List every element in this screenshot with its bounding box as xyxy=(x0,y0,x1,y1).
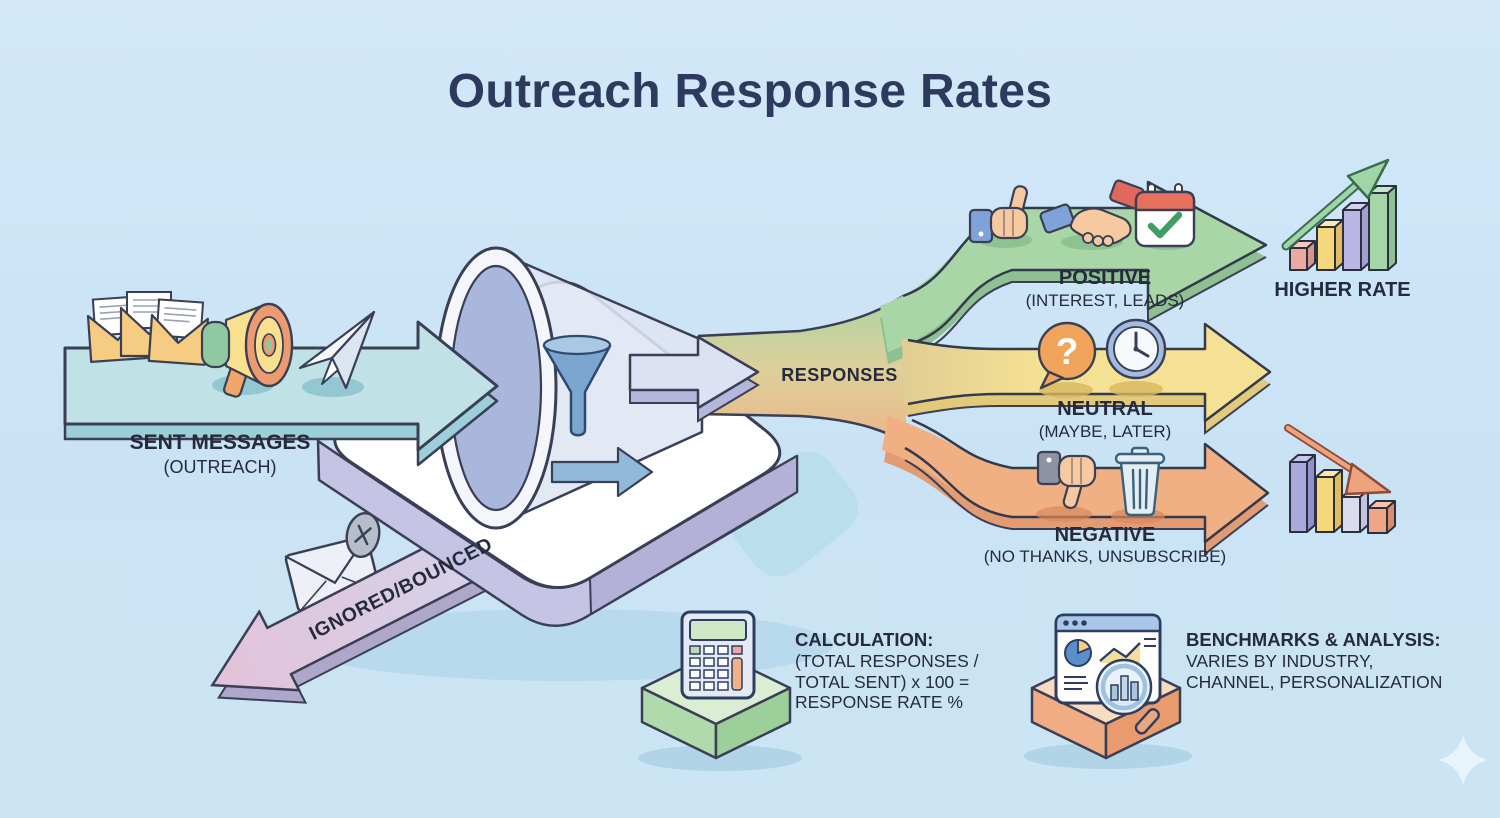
trash-icon xyxy=(1114,446,1166,517)
svg-text:?: ? xyxy=(1056,331,1079,372)
negative-label: NEGATIVE xyxy=(1054,524,1156,546)
sent-messages-sublabel: (OUTREACH) xyxy=(163,457,277,477)
calculation-line: TOTAL SENT) x 100 = xyxy=(795,671,970,692)
benchmarks-line: VARIES BY INDUSTRY, xyxy=(1186,651,1374,671)
benchmarks-line: CHANNEL, PERSONALIZATION xyxy=(1186,671,1443,692)
rising-bars-icon xyxy=(1289,185,1397,271)
calculation-note: CALCULATION: (TOTAL RESPONSES / TOTAL SE… xyxy=(795,629,1065,713)
falling-bars-icon xyxy=(1289,454,1396,534)
neutral-sublabel: (MAYBE, LATER) xyxy=(1038,422,1172,441)
thumbs-down-icon xyxy=(1036,450,1097,510)
megaphone-icon xyxy=(200,302,294,398)
question-icon: ? xyxy=(1037,321,1097,390)
benchmarks-heading: BENCHMARKS & ANALYSIS: xyxy=(1186,629,1441,650)
calculation-line: RESPONSE RATE % xyxy=(795,692,963,712)
clock-icon xyxy=(1105,318,1167,380)
negative-sublabel: (NO THANKS, UNSUBSCRIBE) xyxy=(983,547,1227,566)
sent-messages-label: SENT MESSAGES xyxy=(129,431,311,454)
higher-rate-label: HIGHER RATE xyxy=(1274,279,1411,301)
bounced-x-badge xyxy=(345,512,381,558)
calculation-heading: CALCULATION: xyxy=(795,629,934,650)
neutral-label: NEUTRAL xyxy=(1057,398,1153,420)
falling-trend-arrow xyxy=(1284,424,1392,496)
benchmarks-note: BENCHMARKS & ANALYSIS: VARIES BY INDUSTR… xyxy=(1186,629,1496,692)
sparkle-icon xyxy=(1438,735,1488,785)
calendar-check-icon xyxy=(1134,183,1196,248)
page-title: Outreach Response Rates xyxy=(447,65,1053,118)
platform-output-arrow xyxy=(628,335,760,423)
envelopes-icon xyxy=(86,291,209,366)
filter-icon xyxy=(542,334,612,437)
magnifier-icon xyxy=(1095,658,1160,735)
positive-label: POSITIVE xyxy=(1058,267,1152,289)
responses-label: RESPONSES xyxy=(781,365,898,385)
rising-trend-arrow xyxy=(1281,158,1390,251)
calculation-line: (TOTAL RESPONSES / xyxy=(795,651,979,671)
calculator-icon xyxy=(680,610,756,700)
forward-arrow-icon xyxy=(550,446,654,498)
paper-plane-icon xyxy=(298,310,376,390)
positive-sublabel: (INTEREST, LEADS) xyxy=(1025,291,1185,310)
thumbs-up-icon xyxy=(968,185,1029,244)
